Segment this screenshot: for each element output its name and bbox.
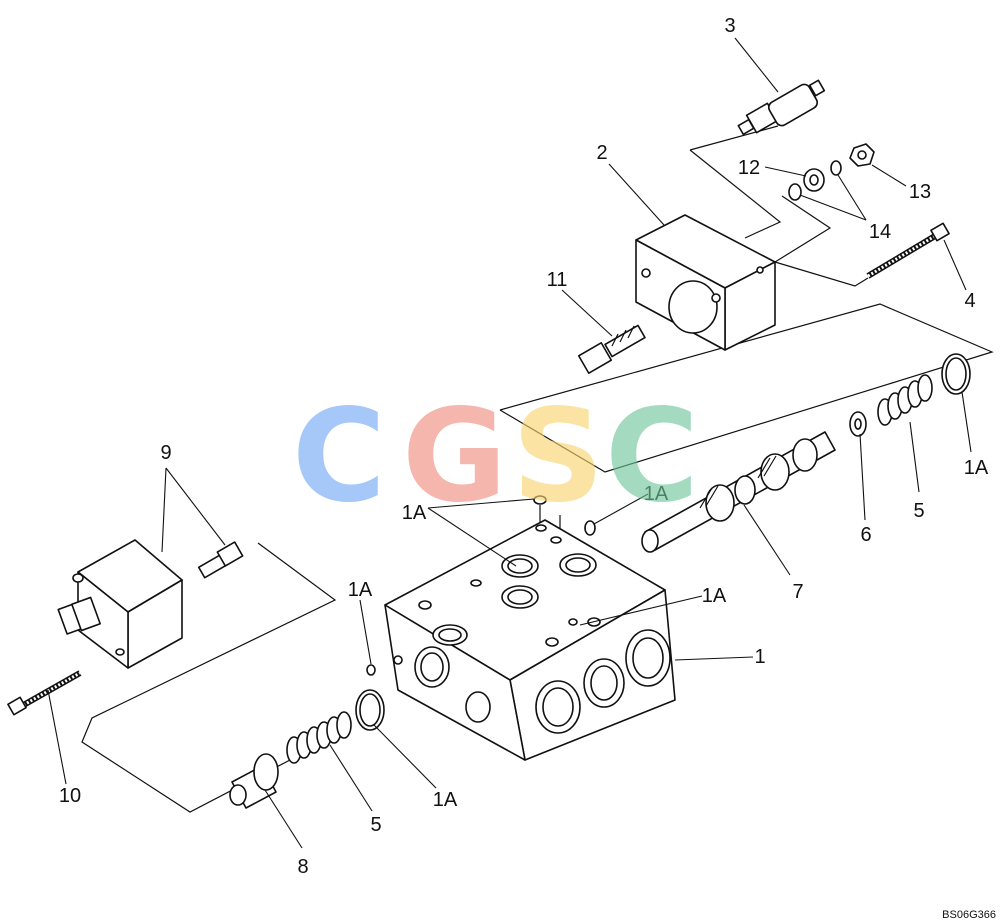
oring-1a-top	[533, 495, 547, 505]
washer-part-6	[849, 411, 867, 437]
bolt-part-4	[866, 222, 950, 279]
bolt-part-10	[7, 670, 82, 716]
label-part-10: 10	[59, 785, 81, 807]
label-part-5-lower: 5	[370, 814, 381, 836]
housing-part-2	[635, 214, 776, 351]
sensor-part-3	[737, 79, 826, 136]
label-1a-lower: 1A	[433, 789, 458, 811]
oring-1a-left-small	[366, 664, 376, 676]
spool-part-7	[641, 431, 836, 553]
label-1a-left: 1A	[348, 579, 373, 601]
oring-1a-lower	[355, 689, 385, 731]
label-part-13: 13	[909, 181, 931, 203]
label-part-5-right: 5	[913, 500, 924, 522]
label-part-4: 4	[964, 290, 975, 312]
watermark-letter-s: S	[512, 382, 604, 531]
label-1a-top: 1A	[402, 502, 427, 524]
watermark-letter-g: G	[402, 382, 507, 531]
spring-part-5-lower	[286, 711, 352, 764]
label-part-7: 7	[792, 581, 803, 603]
label-1a-right: 1A	[964, 457, 989, 479]
plug-part-8	[229, 753, 279, 809]
label-part-14: 14	[869, 221, 891, 243]
label-part-8: 8	[297, 856, 308, 878]
label-part-3: 3	[724, 15, 735, 37]
label-part-9: 9	[160, 442, 171, 464]
label-part-12: 12	[738, 157, 760, 179]
label-part-11: 11	[547, 269, 568, 291]
nut-part-12	[803, 168, 825, 192]
spring-part-5-right	[877, 374, 933, 426]
fitting-part-11	[577, 324, 646, 374]
drawing-code: BS06G366	[942, 909, 996, 921]
watermark-letter-c1: C	[292, 382, 386, 531]
alignment-lines	[81, 125, 994, 813]
label-1a-body-right: 1A	[702, 585, 727, 607]
oring-1a-upper-right	[584, 520, 596, 536]
cgsc-watermark: C G S C	[292, 382, 699, 531]
cap-part-9	[57, 539, 183, 669]
label-part-2: 2	[596, 142, 607, 164]
watermark-letter-c2: C	[605, 382, 699, 531]
label-1a-upper-right: 1A	[644, 483, 669, 505]
label-part-1: 1	[754, 646, 765, 668]
leader-lines	[47, 37, 972, 849]
label-part-6: 6	[860, 524, 871, 546]
oring-1a-right	[941, 353, 971, 395]
callout-labels: 3 2 12 13 14 4 11 1A 5 6 7 1 1A 1A 1A 1A…	[59, 15, 989, 878]
fitting-part-9	[197, 541, 244, 579]
nut-part-13	[849, 143, 875, 167]
washers-part-14	[788, 160, 842, 201]
valve-body-part-1	[384, 519, 676, 761]
